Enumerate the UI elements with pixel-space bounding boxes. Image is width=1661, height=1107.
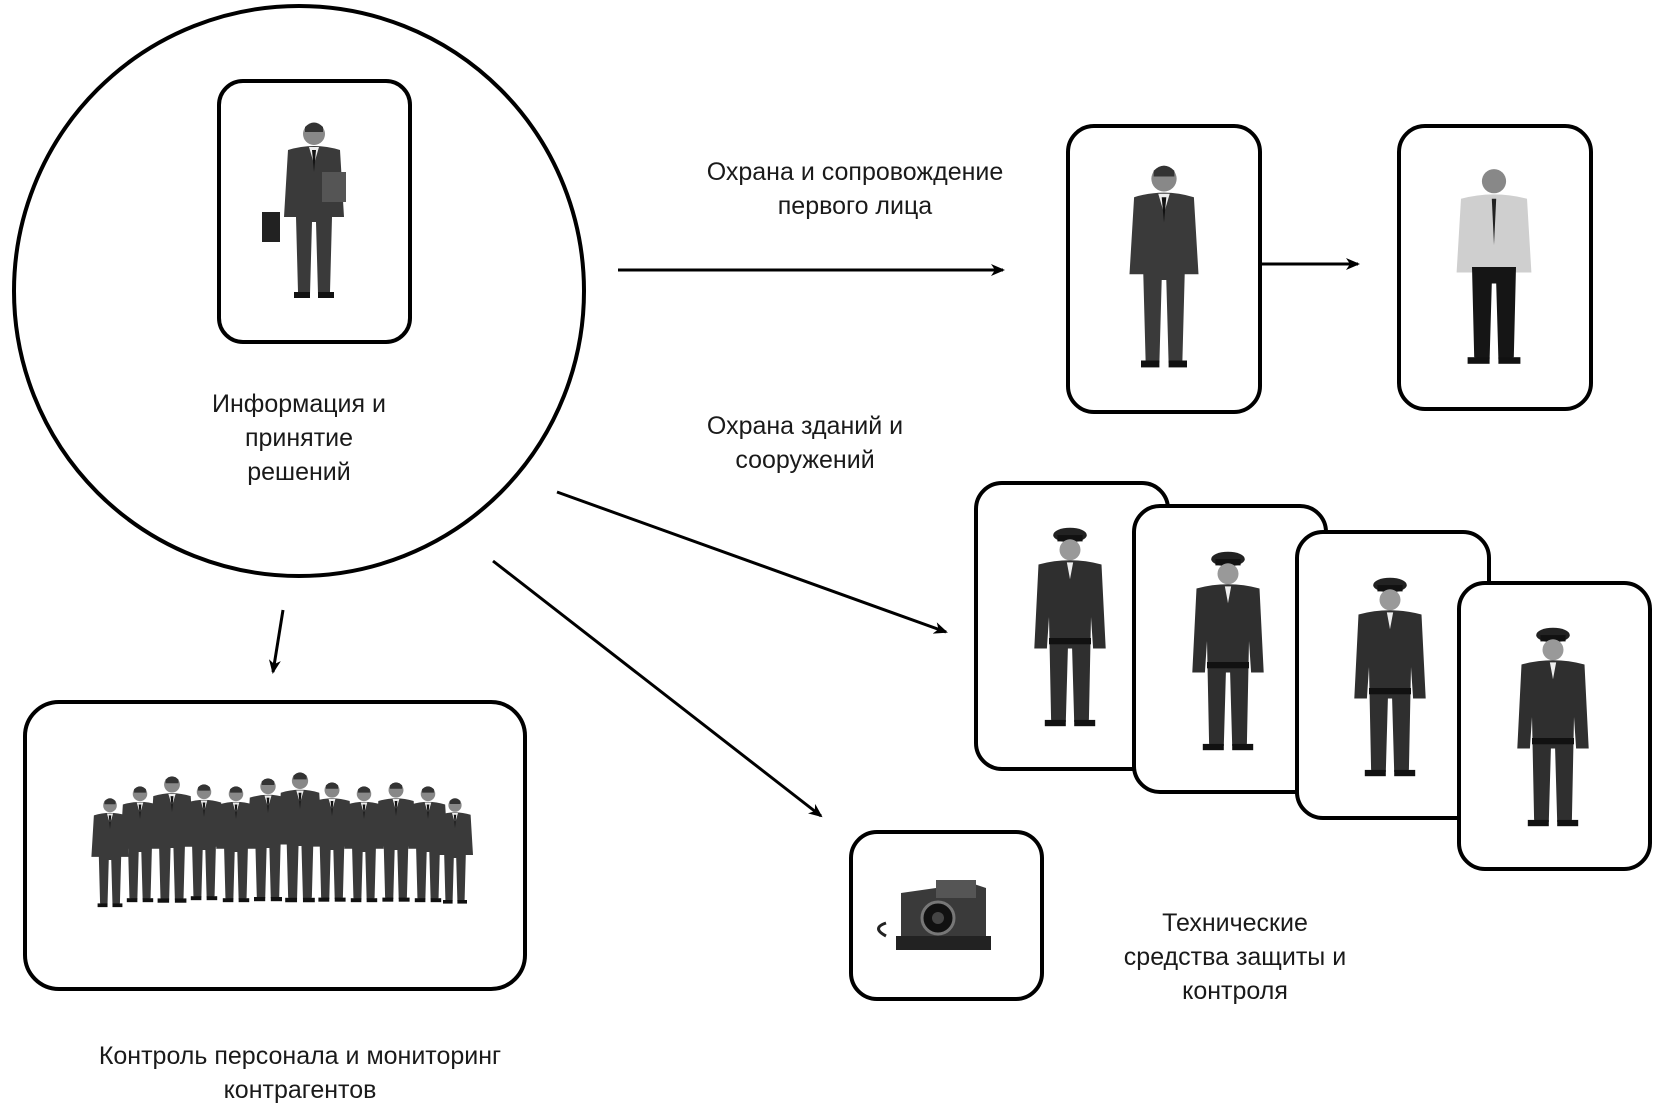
building-security-label: Охрана зданий и сооружений — [706, 412, 904, 474]
arrow-to-personnel-control — [268, 609, 285, 674]
businessman-with-briefcase-icon — [262, 122, 346, 298]
arrow-to-technical-means — [492, 559, 823, 818]
business-team-card — [23, 700, 527, 991]
bodyguard-card — [1066, 124, 1262, 414]
vip-protection-label: Охрана и сопровождение первого лица — [706, 158, 1004, 220]
technical-means-label: Технические средства защиты и контроля — [1123, 909, 1347, 1005]
center-circle — [12, 4, 586, 578]
center-label: Информация и принятие решений — [212, 390, 386, 486]
security-guard-card-4 — [1457, 581, 1652, 871]
center-figure-card — [217, 79, 412, 344]
personnel-control-label: Контроль персонала и мониторинг контраге… — [98, 1042, 502, 1104]
instant-camera-icon — [877, 880, 991, 950]
protected-person-icon — [1456, 169, 1532, 364]
camera-card — [849, 830, 1044, 1001]
protected-person-card — [1397, 124, 1593, 411]
arrow-to-building-security — [556, 490, 948, 634]
